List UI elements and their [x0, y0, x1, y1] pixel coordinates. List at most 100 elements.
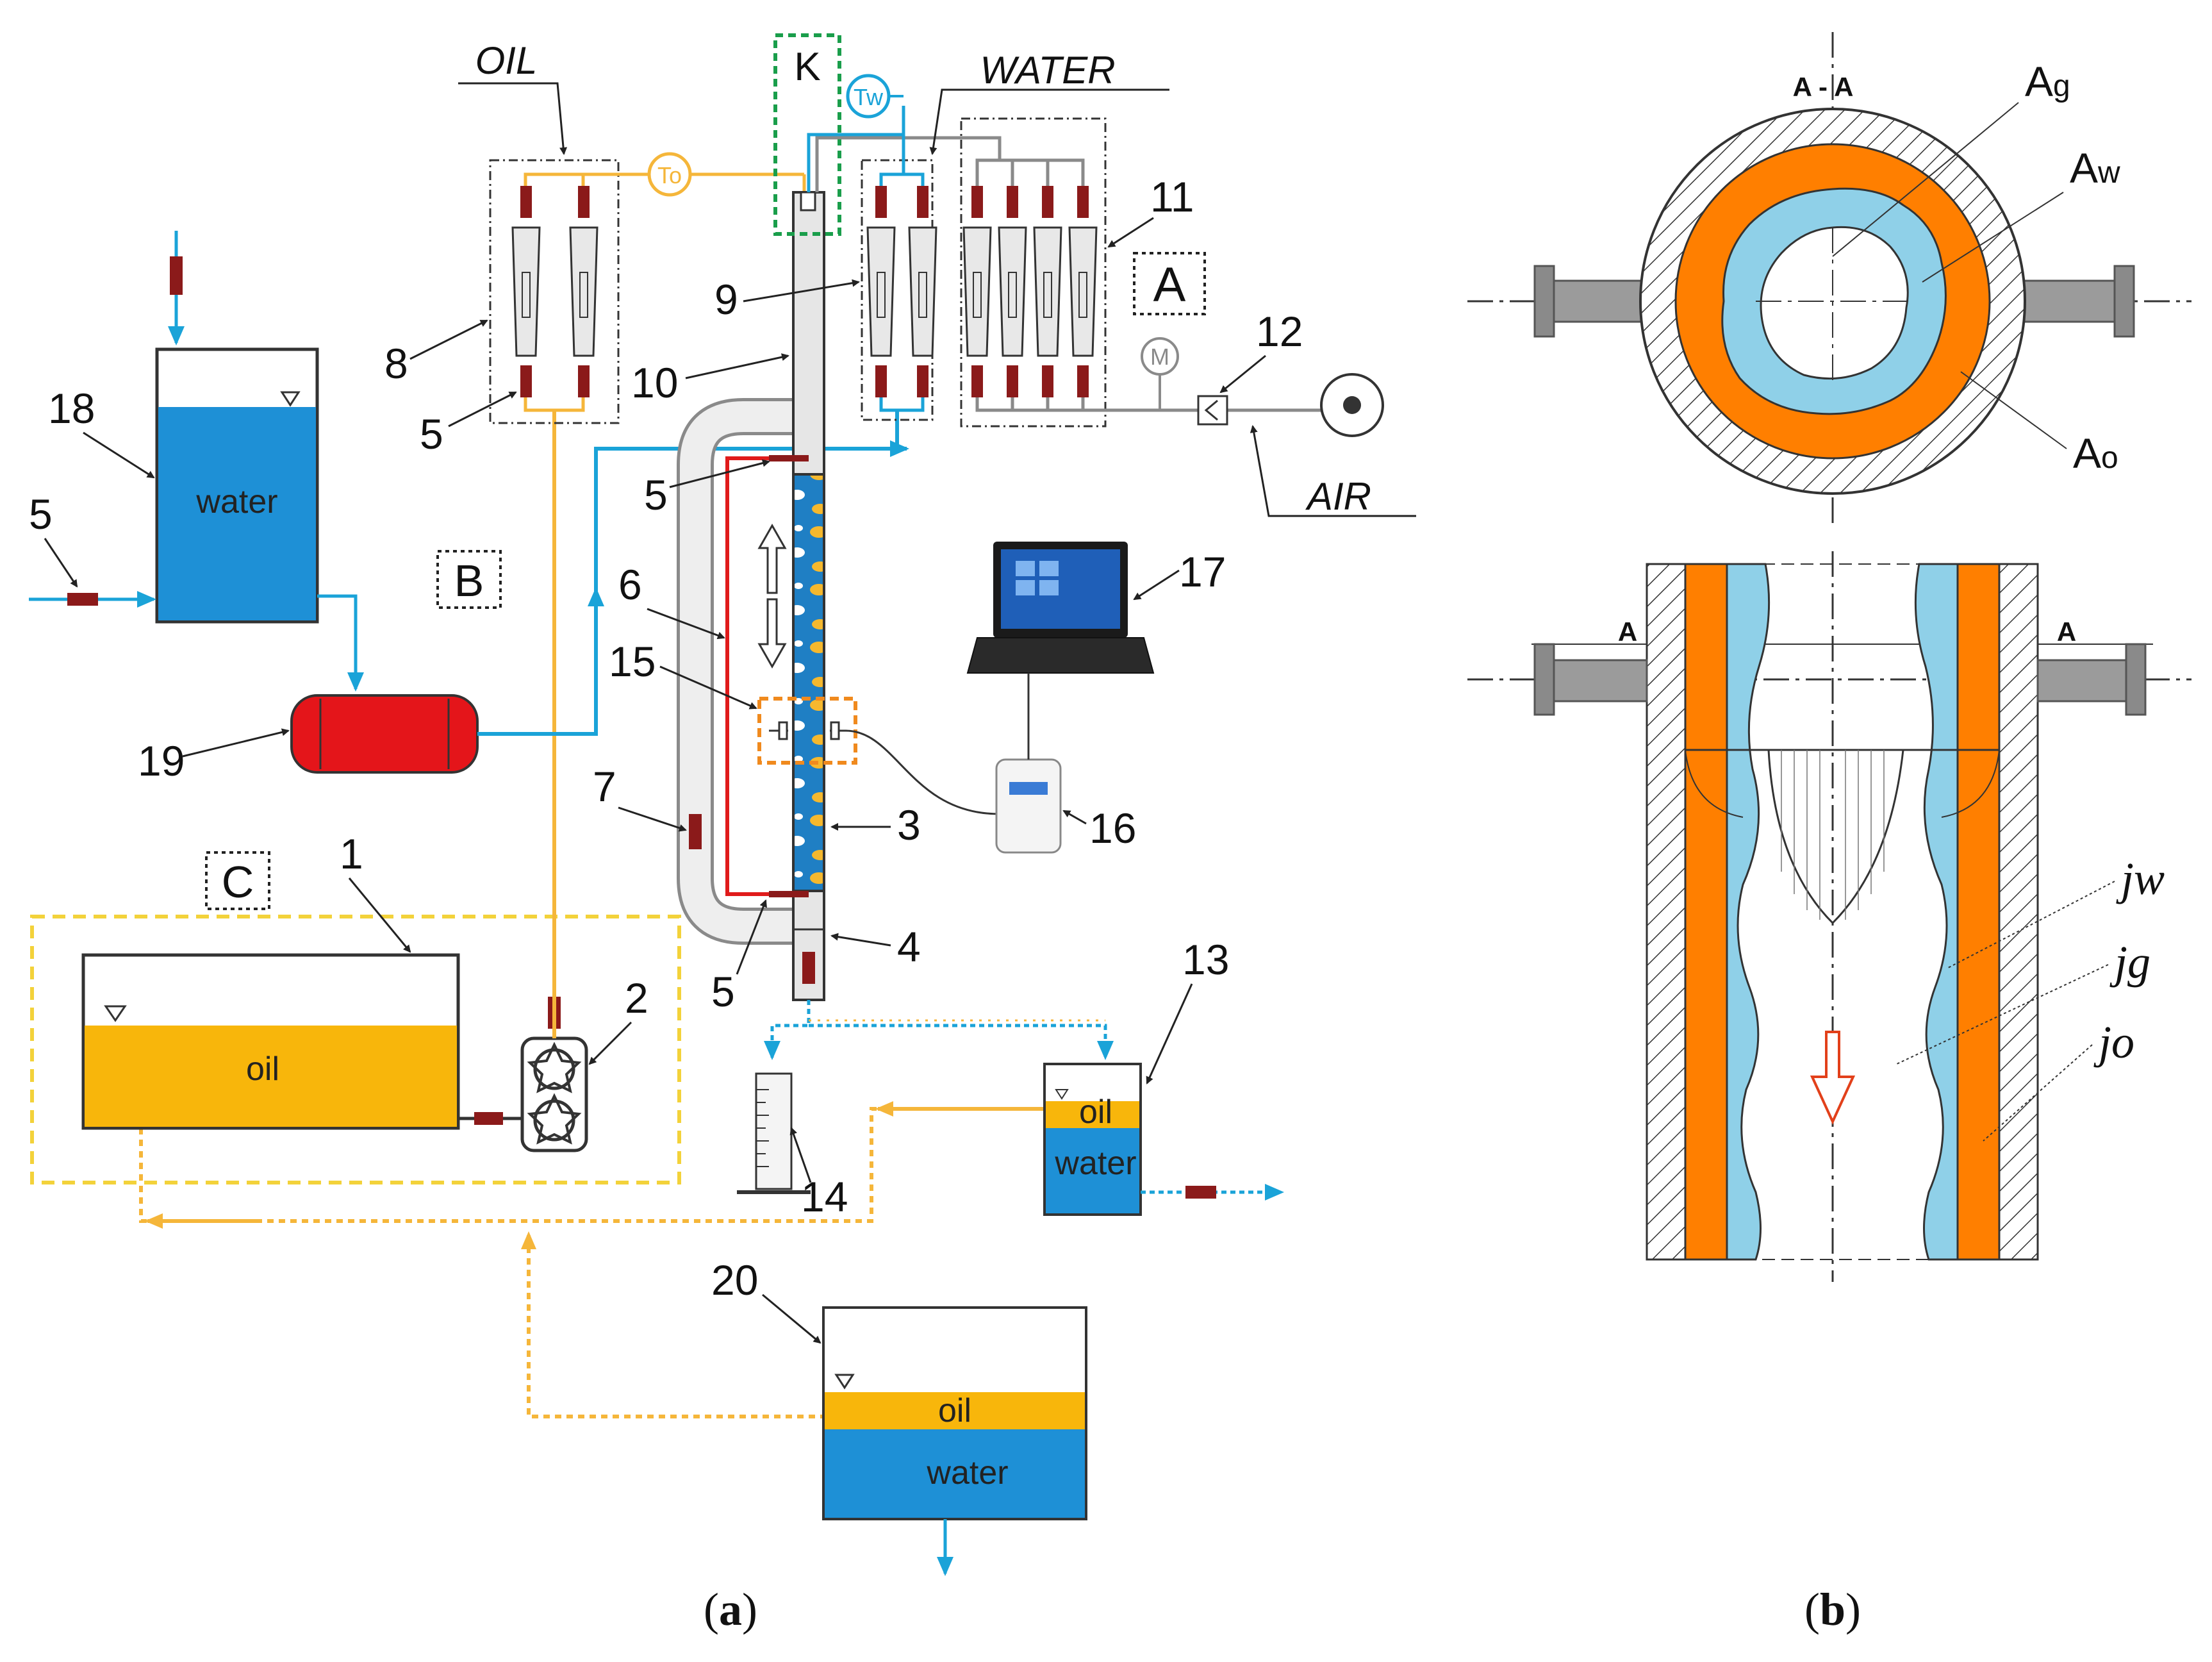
section-mark-left: A — [1618, 617, 1637, 647]
manometer-label: M — [1150, 344, 1169, 370]
leader-5b — [448, 391, 517, 428]
check-valve-12 — [1197, 395, 1228, 426]
callout-15: 15 — [609, 638, 656, 685]
callout-19: 19 — [138, 737, 185, 785]
section-c-label: C — [222, 857, 254, 907]
leader-7 — [618, 806, 687, 832]
leader-6 — [647, 608, 725, 640]
air-rotameter-2 — [998, 186, 1027, 397]
probe-electrodes — [769, 721, 846, 740]
callout-8: 8 — [384, 340, 408, 387]
oil-tank-1-label: oil — [246, 1051, 279, 1088]
section-b-label: B — [454, 556, 484, 606]
outlet-to-separator — [809, 1024, 1114, 1060]
water-manifold-top — [879, 172, 925, 192]
flux-label-jg: jg — [2109, 936, 2150, 988]
compressor-icon — [1320, 373, 1384, 437]
separator-drain-valve — [1185, 1186, 1216, 1199]
leader-jo — [1983, 1044, 2093, 1142]
leader-2 — [588, 1021, 632, 1065]
leader-11 — [1107, 217, 1154, 248]
outlet-to-cylinder — [764, 1000, 811, 1060]
callout-7: 7 — [593, 763, 616, 810]
callout-3: 3 — [897, 801, 921, 849]
section-a-label: A — [1153, 258, 1186, 312]
oil-rotameter-2 — [569, 186, 598, 397]
water-tank-18-label: water — [195, 483, 277, 520]
separator-tank-13: oil water — [1043, 1063, 1142, 1216]
cross-section-aa — [1467, 32, 2191, 526]
area-label-ag: Ag — [2025, 58, 2070, 105]
water-tank-18: water — [155, 231, 319, 624]
leader-19 — [182, 728, 290, 758]
panel-a-caption: (a) — [704, 1584, 757, 1635]
callout-14: 14 — [801, 1173, 848, 1220]
leader-17 — [1133, 569, 1180, 601]
callout-17: 17 — [1179, 548, 1226, 595]
air-rotameter-3 — [1033, 186, 1062, 397]
callout-2: 2 — [625, 974, 648, 1022]
signal-cable — [845, 729, 1000, 815]
section-b-label-box — [436, 550, 502, 609]
oil-stream-label: OIL — [475, 39, 538, 82]
callout-5a: 5 — [29, 490, 53, 538]
water-line-to-heater — [317, 594, 364, 692]
column-top-fitting — [800, 191, 816, 212]
leader-4 — [830, 933, 891, 947]
callout-6: 6 — [618, 561, 642, 608]
flux-label-jw: jw — [2116, 853, 2165, 904]
separator-tank-13-oil-label: oil — [1079, 1093, 1112, 1131]
leader-aw — [1922, 192, 2064, 283]
section-a-label-box — [1133, 252, 1206, 315]
manometer-icon: M — [1141, 337, 1179, 376]
air-stream-leader — [1250, 425, 1416, 517]
oil-temperature-gauge-label: To — [657, 162, 682, 188]
panel-a: C oil — [29, 33, 1416, 1635]
bypass-loop-inner — [680, 401, 795, 942]
section-c-label-box — [205, 851, 270, 910]
air-manifold-top — [975, 158, 1085, 192]
flux-label-jo: jo — [2093, 1017, 2134, 1068]
leader-9 — [743, 279, 860, 303]
leader-ag — [1832, 102, 2019, 257]
probe-box-15 — [757, 697, 857, 765]
oil-return-line-20 — [521, 1231, 827, 1418]
leader-5d — [736, 899, 767, 975]
water-temperature-gauge-label: Tw — [854, 84, 884, 110]
leader-5a — [44, 538, 78, 588]
air-header-line — [815, 136, 1002, 192]
water-stream-label: WATER — [980, 49, 1115, 92]
callout-numbers: 1 2 3 4 5 5 5 5 6 7 8 9 10 11 — [29, 173, 1303, 1344]
callout-16: 16 — [1089, 804, 1136, 852]
leader-16 — [1062, 810, 1087, 825]
water-rotameter-2 — [908, 186, 937, 397]
callout-5b: 5 — [420, 410, 443, 458]
flow-direction-arrow — [1810, 1031, 1856, 1125]
callout-13: 13 — [1182, 936, 1229, 983]
section-c-box — [30, 915, 681, 1184]
callout-1: 1 — [340, 830, 363, 877]
leader-8 — [409, 319, 488, 360]
panel-b-caption: (b) — [1804, 1584, 1861, 1635]
callout-10: 10 — [631, 359, 678, 406]
heater-tank-19 — [290, 694, 479, 774]
air-manifold-bottom — [975, 391, 1085, 412]
leader-15 — [659, 665, 757, 710]
air-rotameter-1 — [962, 186, 992, 397]
oil-temperature-gauge: To — [647, 152, 692, 197]
daq-module-icon — [995, 711, 1062, 854]
callout-5c: 5 — [644, 471, 668, 519]
settling-tank-20-water-label: water — [926, 1454, 1008, 1492]
measuring-cylinder-14 — [737, 1072, 811, 1194]
settling-tank-20-oil-label: oil — [938, 1392, 971, 1429]
red-tube-6 — [725, 456, 809, 896]
column-outlet-water — [807, 106, 905, 192]
leader-14 — [789, 1127, 812, 1183]
air-stream-label: AIR — [1305, 475, 1371, 518]
oil-rotameter-manifold-bottom — [524, 385, 585, 412]
section-mark-right: A — [2057, 617, 2076, 647]
settling-tank-20: oil water — [822, 1306, 1087, 1520]
valve-7 — [689, 814, 702, 849]
callout-12: 12 — [1256, 308, 1303, 355]
up-down-arrow-icon — [757, 523, 787, 669]
